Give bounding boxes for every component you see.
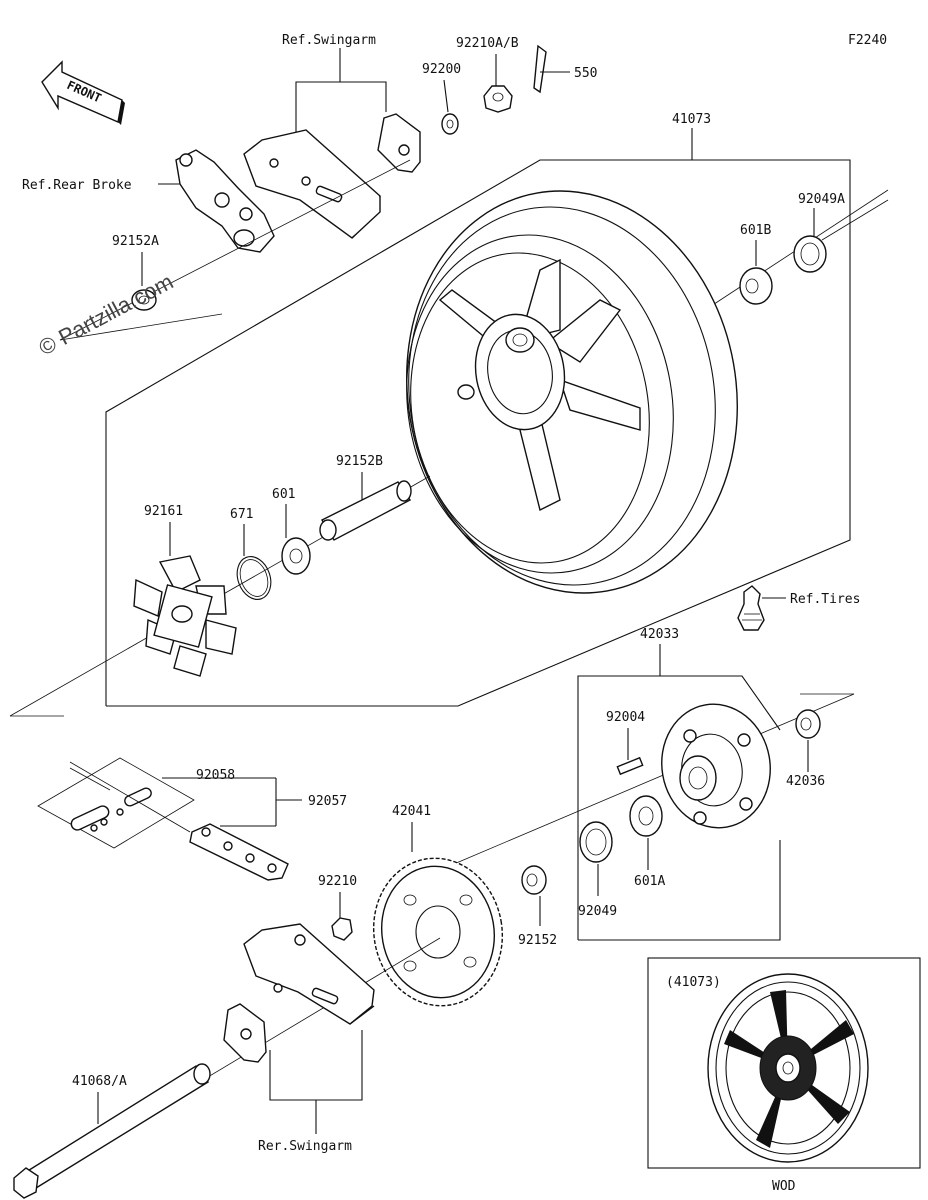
part-92152A-label: 92152A [112,234,159,249]
part-41068A: 41068/A [13,1063,211,1199]
part-601B: 601B [739,223,773,305]
part-550-label: 550 [574,66,597,81]
part-42036-label: 42036 [786,774,825,789]
part-92057-chain: 92057 [69,761,347,881]
part-92049A: 92049A [793,192,845,273]
part-92057-label: 92057 [308,794,347,809]
swingarm-top-shape [243,129,381,239]
part-92004-label: 92004 [606,710,645,725]
rear-wheel [406,190,738,594]
part-42036: 42036 [786,709,825,789]
ref-swingarm-bottom-label: Rer.Swingarm [258,1139,352,1154]
part-41073-label: 41073 [672,112,711,127]
inset-code: WOD [772,1179,796,1194]
part-671-label: 671 [230,507,253,522]
rear-brake-bracket-shape [175,149,275,253]
part-42033-label: 42033 [640,627,679,642]
swingarm-bottom-shape [243,923,375,1025]
part-601B-label: 601B [740,223,771,238]
sprocket-hub-frame: 42033 [577,627,781,941]
ref-rear-brake-label: Ref.Rear Broke [22,178,132,193]
inset-wheel-box: (41073) WOD [647,957,921,1194]
part-671: 671 [230,507,272,600]
part-601A-label: 601A [634,874,665,889]
part-92004: 92004 [606,710,645,776]
part-42033-hub [661,703,771,829]
rear-brake-callout: Ref.Rear Broke [22,178,186,193]
part-601: 601 [272,487,311,575]
ref-tires-label: Ref.Tires [790,592,860,607]
chain-adjuster-top [377,113,421,173]
tire-valve: Ref.Tires [737,585,860,631]
part-92152: 92152 [518,865,557,948]
inset-label: (41073) [666,975,721,990]
swingarm-bottom-callout: Rer.Swingarm [258,1030,363,1154]
part-92058-label: 92058 [196,768,235,783]
part-42041: 42041 [372,804,504,1007]
ref-swingarm-top-label: Ref.Swingarm [282,33,376,48]
part-92200: 92200 [422,62,461,135]
part-42041-label: 42041 [392,804,431,819]
front-arrow-icon: FRONT [41,60,125,125]
part-92161-label: 92161 [144,504,183,519]
diagram-code: F2240 [848,33,887,48]
part-92152-label: 92152 [518,933,557,948]
chain-adjuster-bottom [223,1003,267,1063]
part-550: 550 [533,44,597,94]
part-601A: 601A [629,795,665,889]
part-92210-label: 92210 [318,874,357,889]
part-92049A-label: 92049A [798,192,845,207]
part-92200-label: 92200 [422,62,461,77]
part-92152B: 92152B [319,454,412,541]
part-92049: 92049 [578,821,617,919]
wheel-group-frame: 41073 [105,112,851,707]
part-92210AB-label: 92210A/B [456,36,519,51]
part-92210AB: 92210A/B [456,36,519,113]
part-92152B-label: 92152B [336,454,383,469]
part-92049-label: 92049 [578,904,617,919]
part-41068A-label: 41068/A [72,1074,127,1089]
part-92210: 92210 [318,874,357,941]
part-92152A: 92152A [112,234,159,311]
part-92161: 92161 [133,504,237,677]
watermark-text: © Partzilla.com [35,269,178,361]
part-92058-link: 92058 [37,757,276,849]
part-601-label: 601 [272,487,295,502]
swingarm-top-callout: Ref.Swingarm [282,33,387,140]
